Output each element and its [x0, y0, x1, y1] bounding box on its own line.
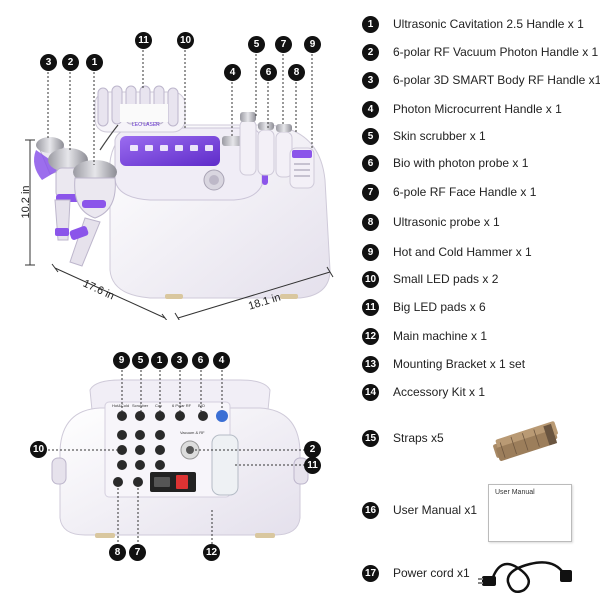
- front-callout-2: 2: [62, 54, 79, 71]
- back-machine-illustration: [48, 370, 309, 545]
- back-callout-4: 4: [213, 352, 230, 369]
- item-label: Main machine x 1: [393, 329, 488, 343]
- back-callout-5: 5: [132, 352, 149, 369]
- item-label: Small LED pads x 2: [393, 272, 499, 286]
- front-machine-illustration: [25, 50, 334, 320]
- item-number-badge: 10: [362, 271, 379, 288]
- back-callout-1: 1: [151, 352, 168, 369]
- item-number-badge: 12: [362, 328, 379, 345]
- item-label: Ultrasonic Cavitation 2.5 Handle x 1: [393, 17, 584, 31]
- item-label: Skin scrubber x 1: [393, 129, 486, 143]
- back-callout-3: 3: [171, 352, 188, 369]
- item-label: Straps x5: [393, 431, 444, 445]
- back-panel-label-hot-cold: Hot&Cold: [112, 403, 130, 408]
- front-callout-7: 7: [275, 36, 292, 53]
- item-label: Hot and Cold Hammer x 1: [393, 245, 532, 259]
- item-number-badge: 5: [362, 128, 379, 145]
- back-callout-9: 9: [113, 352, 130, 369]
- item-number-badge: 9: [362, 244, 379, 261]
- item-number-badge: 7: [362, 184, 379, 201]
- item-label: 6-polar 3D SMART Body RF Handle x1: [393, 73, 600, 87]
- back-panel-label-cav: Cav: [155, 403, 163, 408]
- item-number-badge: 17: [362, 565, 379, 582]
- item-number-badge: 4: [362, 101, 379, 118]
- front-callout-6: 6: [260, 64, 277, 81]
- back-callout-10: 10: [30, 441, 47, 458]
- item-number-badge: 13: [362, 356, 379, 373]
- item-label: Power cord x1: [393, 566, 470, 580]
- item-number-badge: 8: [362, 214, 379, 231]
- front-callout-10: 10: [177, 32, 194, 49]
- back-panel-label-6-polar-rf: 6 Polar RF: [172, 403, 192, 408]
- item-number-badge: 6: [362, 155, 379, 172]
- front-callout-9: 9: [304, 36, 321, 53]
- power-cord-image: [478, 561, 572, 593]
- back-callout-2: 2: [304, 441, 321, 458]
- item-number-badge: 16: [362, 502, 379, 519]
- back-callout-6: 6: [192, 352, 209, 369]
- item-label: 6-pole RF Face Handle x 1: [393, 185, 537, 199]
- item-label: User Manual x1: [393, 503, 478, 517]
- item-label: Bio with photon probe x 1: [393, 156, 529, 170]
- user-manual-image: User Manual: [488, 484, 572, 542]
- height-dimension-label: 10.2 in: [20, 185, 32, 219]
- front-callout-5: 5: [248, 36, 265, 53]
- back-callout-11: 11: [304, 457, 321, 474]
- item-label: Accessory Kit x 1: [393, 385, 486, 399]
- back-panel-label-bio: BIO: [198, 403, 205, 408]
- front-callout-1: 1: [86, 54, 103, 71]
- front-callout-4: 4: [224, 64, 241, 81]
- manual-cover-text: User Manual: [495, 489, 535, 496]
- back-callout-8: 8: [109, 544, 126, 561]
- back-callout-7: 7: [129, 544, 146, 561]
- back-panel-label-vacuum-rf: Vacuum & RF: [180, 430, 205, 435]
- item-number-badge: 2: [362, 44, 379, 61]
- front-callout-11: 11: [135, 32, 152, 49]
- item-number-badge: 1: [362, 16, 379, 33]
- item-label: Big LED pads x 6: [393, 300, 486, 314]
- front-callout-8: 8: [288, 64, 305, 81]
- back-callout-12: 12: [203, 544, 220, 561]
- item-number-badge: 11: [362, 299, 379, 316]
- brand-logo-text: LEO LASER: [132, 122, 160, 128]
- item-label: Mounting Bracket x 1 set: [393, 357, 526, 371]
- item-label: 6-polar RF Vacuum Photon Handle x 1: [393, 45, 599, 59]
- item-label: Photon Microcurrent Handle x 1: [393, 102, 562, 116]
- straps-image: [493, 421, 558, 461]
- item-number-badge: 15: [362, 430, 379, 447]
- front-callout-3: 3: [40, 54, 57, 71]
- item-number-badge: 3: [362, 72, 379, 89]
- back-panel-label-scrubber: Scrubber: [132, 403, 149, 408]
- item-number-badge: 14: [362, 384, 379, 401]
- item-label: Ultrasonic probe x 1: [393, 215, 500, 229]
